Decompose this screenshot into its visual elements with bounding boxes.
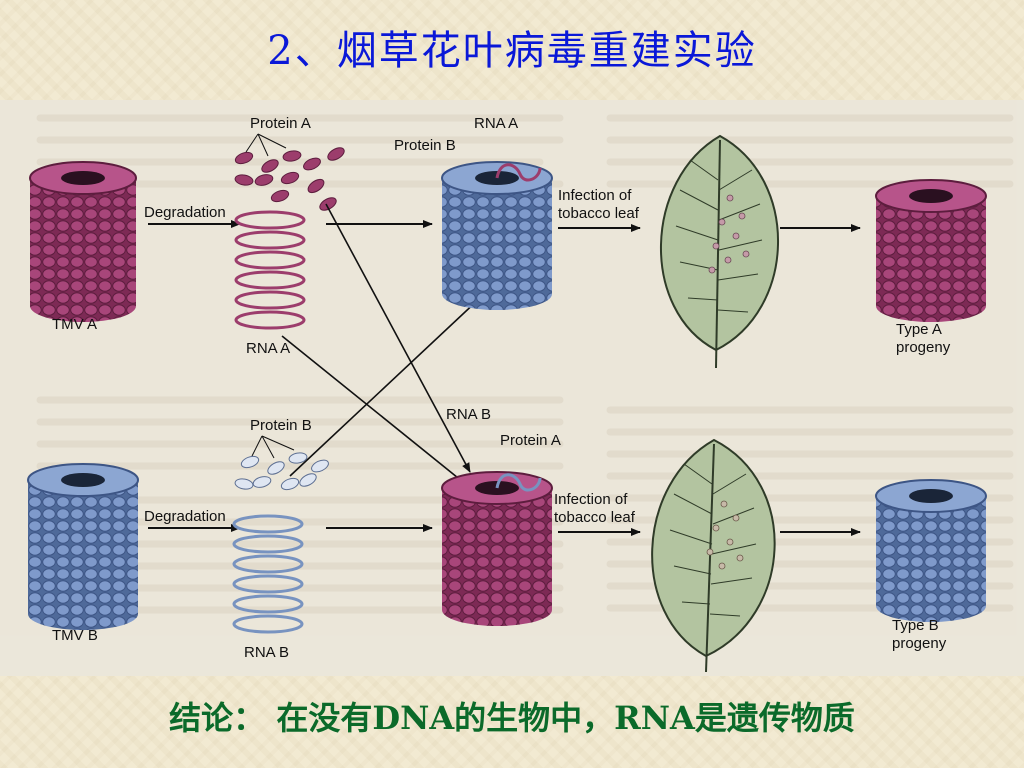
cross-arrow-protein-a-to-bottom bbox=[325, 203, 471, 473]
rna-a-label: RNA A bbox=[246, 340, 290, 357]
tobacco-leaf-top bbox=[660, 134, 779, 369]
type-b-progeny-virus bbox=[875, 479, 987, 622]
tmv-reconstruction-figure: TMV A Degradation Protein A bbox=[0, 100, 1024, 676]
cross-arrow-rna-a-to-bottom bbox=[281, 335, 469, 487]
bottom-infection-line1: Infection of bbox=[554, 491, 628, 508]
top-protein-b-label: Protein B bbox=[394, 137, 456, 154]
rna-a-coil bbox=[234, 210, 306, 330]
top-rna-a-label: RNA A bbox=[474, 115, 518, 132]
rna-b-label: RNA B bbox=[244, 644, 289, 661]
bottom-rna-b-label: RNA B bbox=[446, 406, 491, 423]
type-a-label: Type A bbox=[896, 321, 942, 338]
type-b-label: Type B bbox=[892, 617, 939, 634]
diagram-svg: TMV A Degradation Protein A bbox=[0, 100, 1024, 676]
bottom-protein-a-label: Protein A bbox=[500, 432, 561, 449]
protein-a-label: Protein A bbox=[250, 115, 311, 132]
type-b-progeny-label: progeny bbox=[892, 635, 947, 652]
bottom-infection-line2: tobacco leaf bbox=[554, 509, 636, 526]
rna-b-coil bbox=[232, 514, 304, 634]
tobacco-leaf-bottom bbox=[651, 438, 776, 673]
cross-arrow-protein-b-to-top bbox=[289, 297, 481, 477]
hybrid-virus-top bbox=[441, 161, 553, 310]
degradation-label-top: Degradation bbox=[144, 204, 226, 221]
top-infection-line1: Infection of bbox=[558, 187, 632, 204]
protein-b-label: Protein B bbox=[250, 417, 312, 434]
protein-b-subunits bbox=[234, 452, 329, 491]
tmv-a-virus bbox=[29, 161, 137, 322]
protein-a-pointer bbox=[245, 133, 287, 157]
type-a-progeny-virus bbox=[875, 179, 987, 322]
tmv-a-label: TMV A bbox=[52, 316, 97, 333]
hybrid-virus-bottom bbox=[441, 471, 553, 626]
protein-a-subunits bbox=[234, 147, 345, 211]
type-a-progeny-label: progeny bbox=[896, 339, 951, 356]
top-infection-line2: tobacco leaf bbox=[558, 205, 640, 222]
slide-title: 2、烟草花叶病毒重建实验 bbox=[267, 28, 757, 74]
tmv-b-label: TMV B bbox=[52, 627, 98, 644]
tmv-b-virus bbox=[27, 463, 139, 630]
conclusion-text: 结论： 在没有DNA的生物中，RNA是遗传物质 bbox=[169, 699, 855, 737]
degradation-label-bottom: Degradation bbox=[144, 508, 226, 525]
protein-b-pointer bbox=[251, 435, 295, 459]
